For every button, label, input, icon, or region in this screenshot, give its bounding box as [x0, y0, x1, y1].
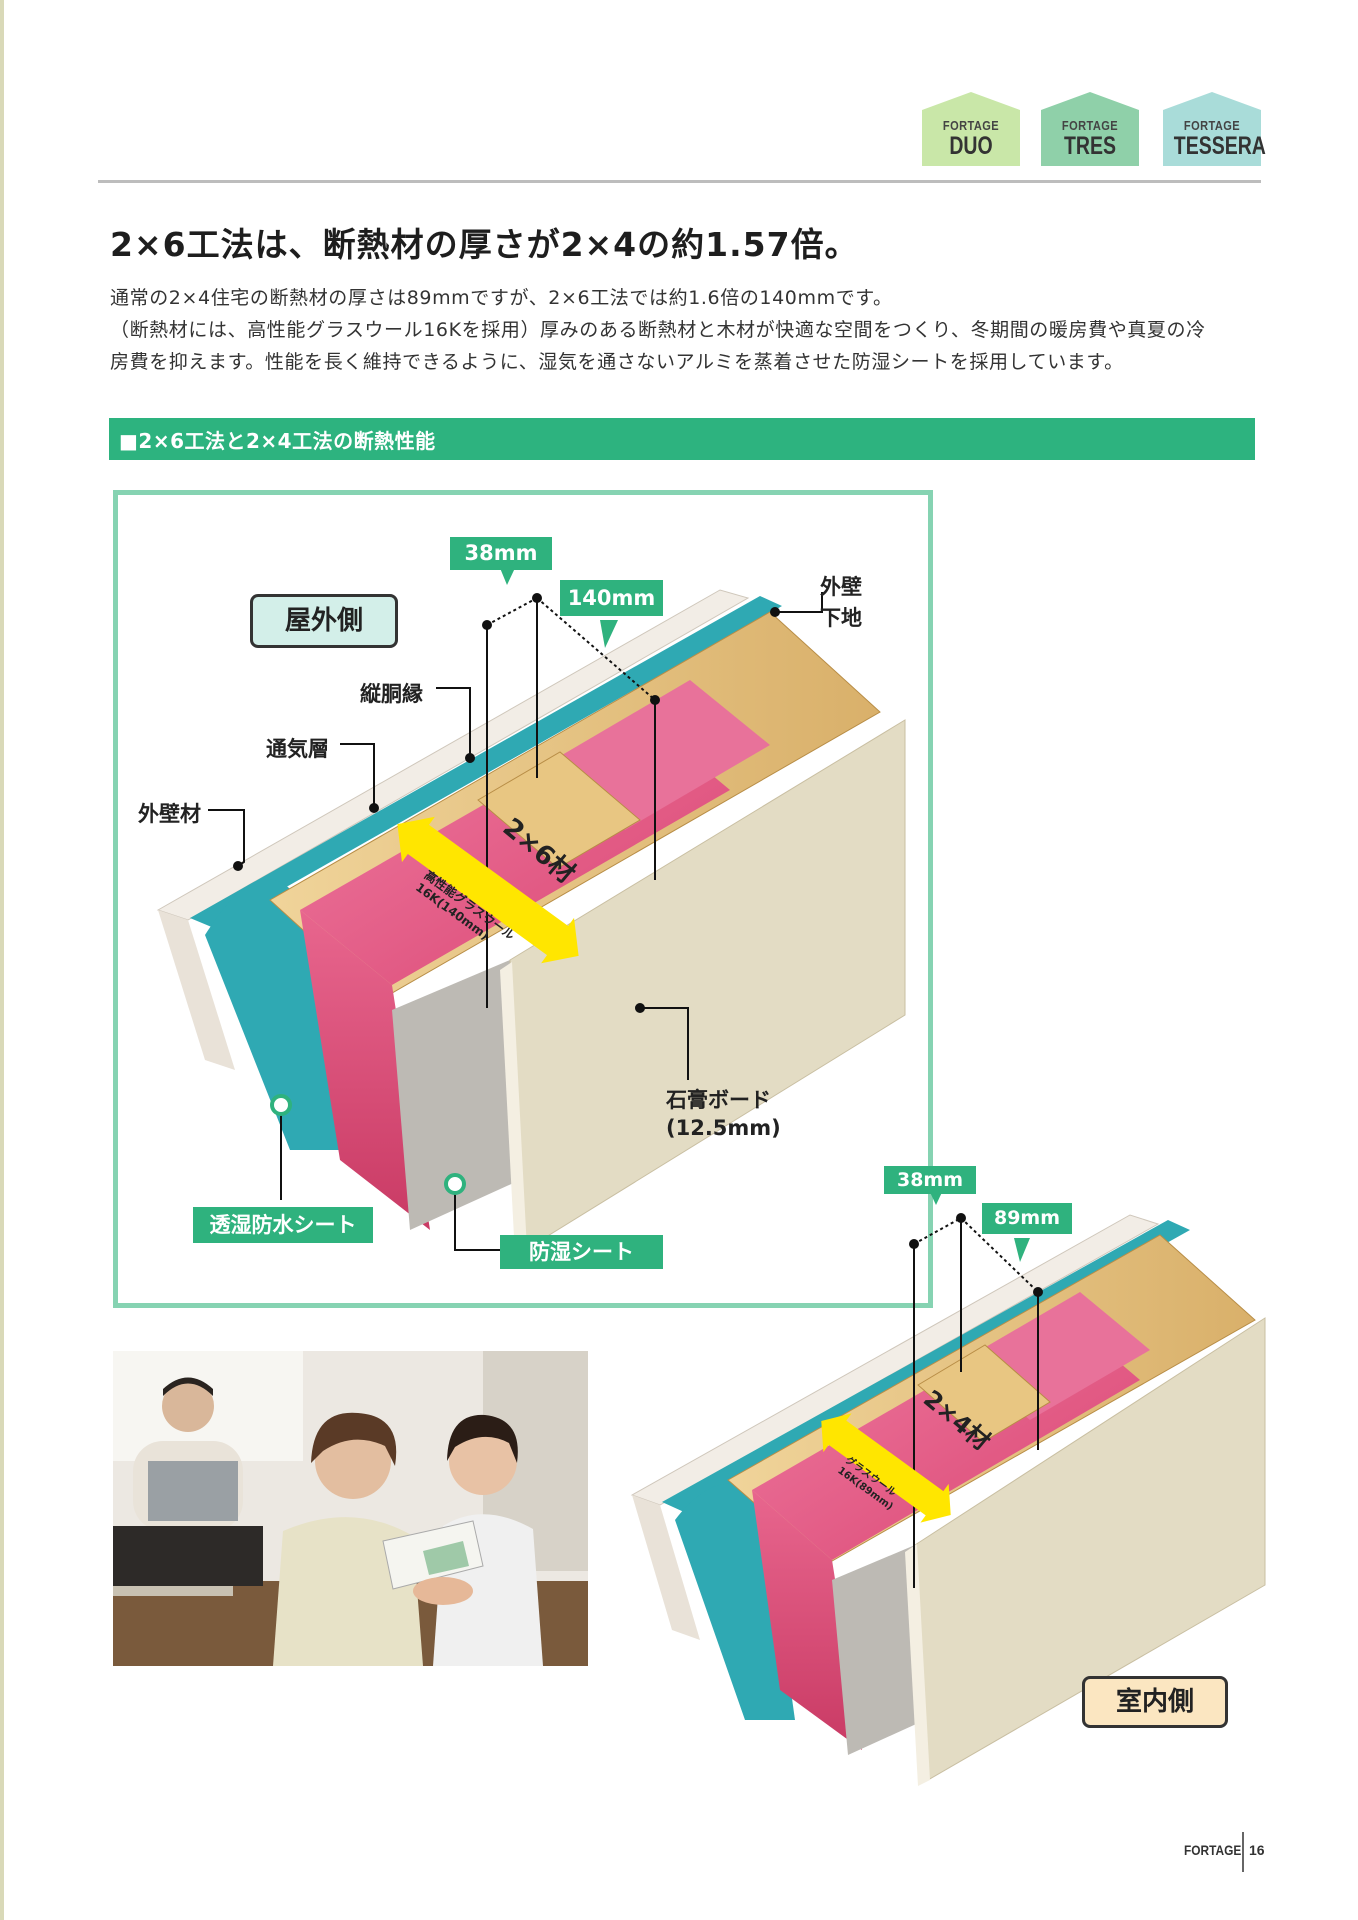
insulation-arrow-2x6 [397, 816, 579, 964]
badge-tres: FORTAGE TRES [1041, 92, 1139, 166]
badge-sub: FORTAGE [942, 118, 1000, 133]
header-divider [98, 180, 1261, 183]
family-photo [113, 1351, 588, 1666]
label-gypsum-board: 石膏ボード [666, 1088, 771, 1112]
badge-sub: FORTAGE [1061, 118, 1119, 133]
label-exterior-base-1: 外壁 [820, 575, 862, 599]
leader-dots-2x6 [233, 607, 780, 1013]
badge-duo: FORTAGE DUO [922, 92, 1020, 166]
section-title: ■2×6工法と2×4工法の断熱性能 [119, 429, 436, 453]
tag-insulation-dim-2x6: 140mm [560, 580, 663, 616]
house-badge-shape-icon [922, 92, 1020, 166]
house-badge-shape-icon [1041, 92, 1139, 166]
dim-lines-2x6 [486, 597, 656, 1008]
badge-sub: FORTAGE [1183, 118, 1241, 133]
tag-insulation-dim-2x4: 89mm [982, 1203, 1072, 1234]
badge-main: DUO [949, 132, 993, 160]
tag-pointer [500, 568, 515, 585]
page-binding-edge [0, 0, 4, 1920]
badge-tessera: FORTAGE TESSERA [1163, 92, 1266, 166]
badge-main: TRES [1063, 132, 1117, 160]
label-furring-strip: 縦胴縁 [360, 682, 423, 706]
footer-separator [1242, 1832, 1244, 1872]
tag-pointer [1014, 1238, 1030, 1262]
leader-lines-2x6 [208, 592, 823, 1251]
tag-stud-dim-2x4: 38mm [884, 1166, 976, 1194]
outside-side-badge: 屋外側 [250, 594, 398, 648]
body-paragraph: 通常の2×4住宅の断熱材の厚さは89mmですが、2×6工法では約1.6倍の140… [110, 282, 1260, 378]
label-gypsum-thickness: (12.5mm) [666, 1116, 781, 1140]
dim-dots-2x4 [909, 1213, 1043, 1297]
footer-brand: FORTAGE [1184, 1842, 1242, 1858]
diagram-frame [113, 490, 933, 1308]
tag-breathable-sheet: 透湿防水シート [193, 1207, 373, 1243]
label-exterior-wall-material: 外壁材 [138, 802, 201, 826]
label-vent-layer: 通気層 [266, 737, 329, 761]
body-line: （断熱材には、高性能グラスウール16Kを採用）厚みのある断熱材と木材が快適な空間… [110, 319, 1206, 341]
dim-lines-2x4 [913, 1217, 1039, 1588]
house-badge-shape-icon [1163, 92, 1261, 166]
page-number: 16 [1249, 1842, 1265, 1858]
tag-stud-dim-2x6: 38mm [450, 537, 552, 570]
leader-ring-breathable-sheet [270, 1094, 292, 1116]
inside-side-badge: 室内側 [1082, 1676, 1228, 1728]
tag-pointer [600, 620, 618, 648]
wall-2x4-illustration [630, 1214, 1266, 1786]
page-headline: 2×6工法は、断熱材の厚さが2×4の約1.57倍。 [110, 225, 859, 264]
dim-dots-2x6 [482, 593, 660, 705]
section-heading-bar: ■2×6工法と2×4工法の断熱性能 [109, 418, 1255, 460]
body-line: 通常の2×4住宅の断熱材の厚さは89mmですが、2×6工法では約1.6倍の140… [110, 287, 893, 309]
label-exterior-base-2: 下地 [820, 606, 862, 630]
tag-vapor-barrier: 防湿シート [500, 1235, 663, 1269]
leader-ring-vapor-barrier [444, 1173, 466, 1195]
family-reading-photo-icon [113, 1351, 588, 1666]
body-line: 房費を抑えます。性能を長く維持できるように、湿気を通さないアルミを蒸着させた防湿… [110, 351, 1124, 373]
insulation-arrow-2x4 [821, 1413, 951, 1523]
